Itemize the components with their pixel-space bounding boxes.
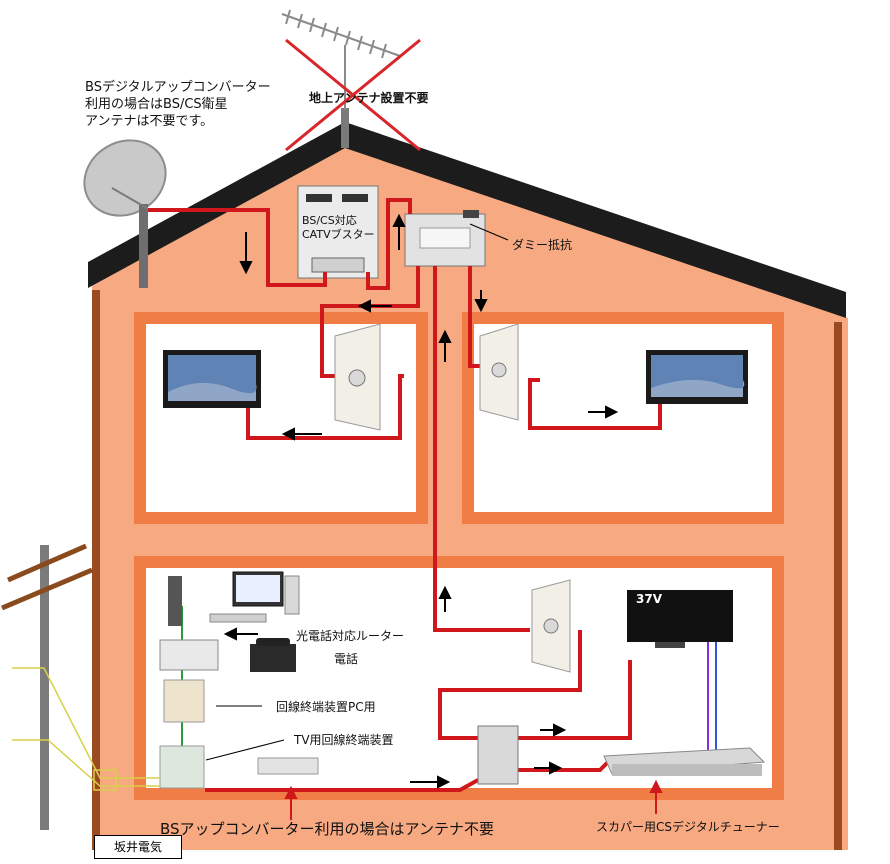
telephone <box>250 638 296 672</box>
company-badge: 坂井電気 <box>94 835 182 859</box>
wall-outlet-right <box>479 323 519 421</box>
bs-note-line1: BSデジタルアップコンバーター <box>85 80 271 95</box>
roof <box>88 122 846 318</box>
onu-pc-device <box>163 679 205 723</box>
footer-note: BSアップコンバーター利用の場合はアンテナ不要 <box>160 820 494 838</box>
bs-note-line2: 利用の場合はBS/CS衛星 <box>85 97 228 112</box>
antenna-base <box>341 108 349 148</box>
tv-channel-display: 37V <box>636 592 662 606</box>
desktop-pc <box>209 571 300 623</box>
wall-outlet-left <box>334 323 381 431</box>
bs-note-line3: アンテナは不要です。 <box>85 114 214 129</box>
tv-upstairs-left <box>163 350 261 408</box>
booster-label-line1: BS/CS対応 <box>302 214 357 227</box>
catv-booster <box>297 185 379 279</box>
tv-upstairs-right <box>646 350 748 404</box>
terrestrial-antenna <box>281 9 401 110</box>
dummy-resistor-label: ダミー抵抗 <box>512 238 573 252</box>
onu-pc-label: 回線終端装置PC用 <box>276 700 376 714</box>
splitter-upstairs <box>404 210 486 267</box>
onu-tv-label: TV用回線終端装置 <box>294 733 394 747</box>
booster-label-line2: CATVブスター <box>302 228 375 241</box>
onu-tv-device <box>159 745 205 789</box>
fiber-drop <box>12 667 160 791</box>
leader-lines <box>205 223 509 761</box>
tv-downstairs <box>627 590 733 648</box>
router-device <box>159 576 219 671</box>
prohibited-cross <box>285 38 421 152</box>
cs-tuner-device <box>603 747 766 776</box>
router-label: 光電話対応ルーター <box>296 629 405 643</box>
utility-pole <box>1 543 93 830</box>
satellite-dish <box>83 139 167 288</box>
small-adapter <box>257 757 319 775</box>
terrestrial-antenna-label: 地上アンテナ設置不要 <box>309 91 429 105</box>
wall-outlet-downstairs <box>531 579 571 673</box>
pointer-arrows <box>284 779 663 820</box>
phone-label: 電話 <box>334 652 359 666</box>
signal-arrows <box>223 213 619 789</box>
cs-tuner-label: スカパー用CSデジタルチューナー <box>596 820 780 834</box>
splitter-downstairs <box>477 725 519 785</box>
